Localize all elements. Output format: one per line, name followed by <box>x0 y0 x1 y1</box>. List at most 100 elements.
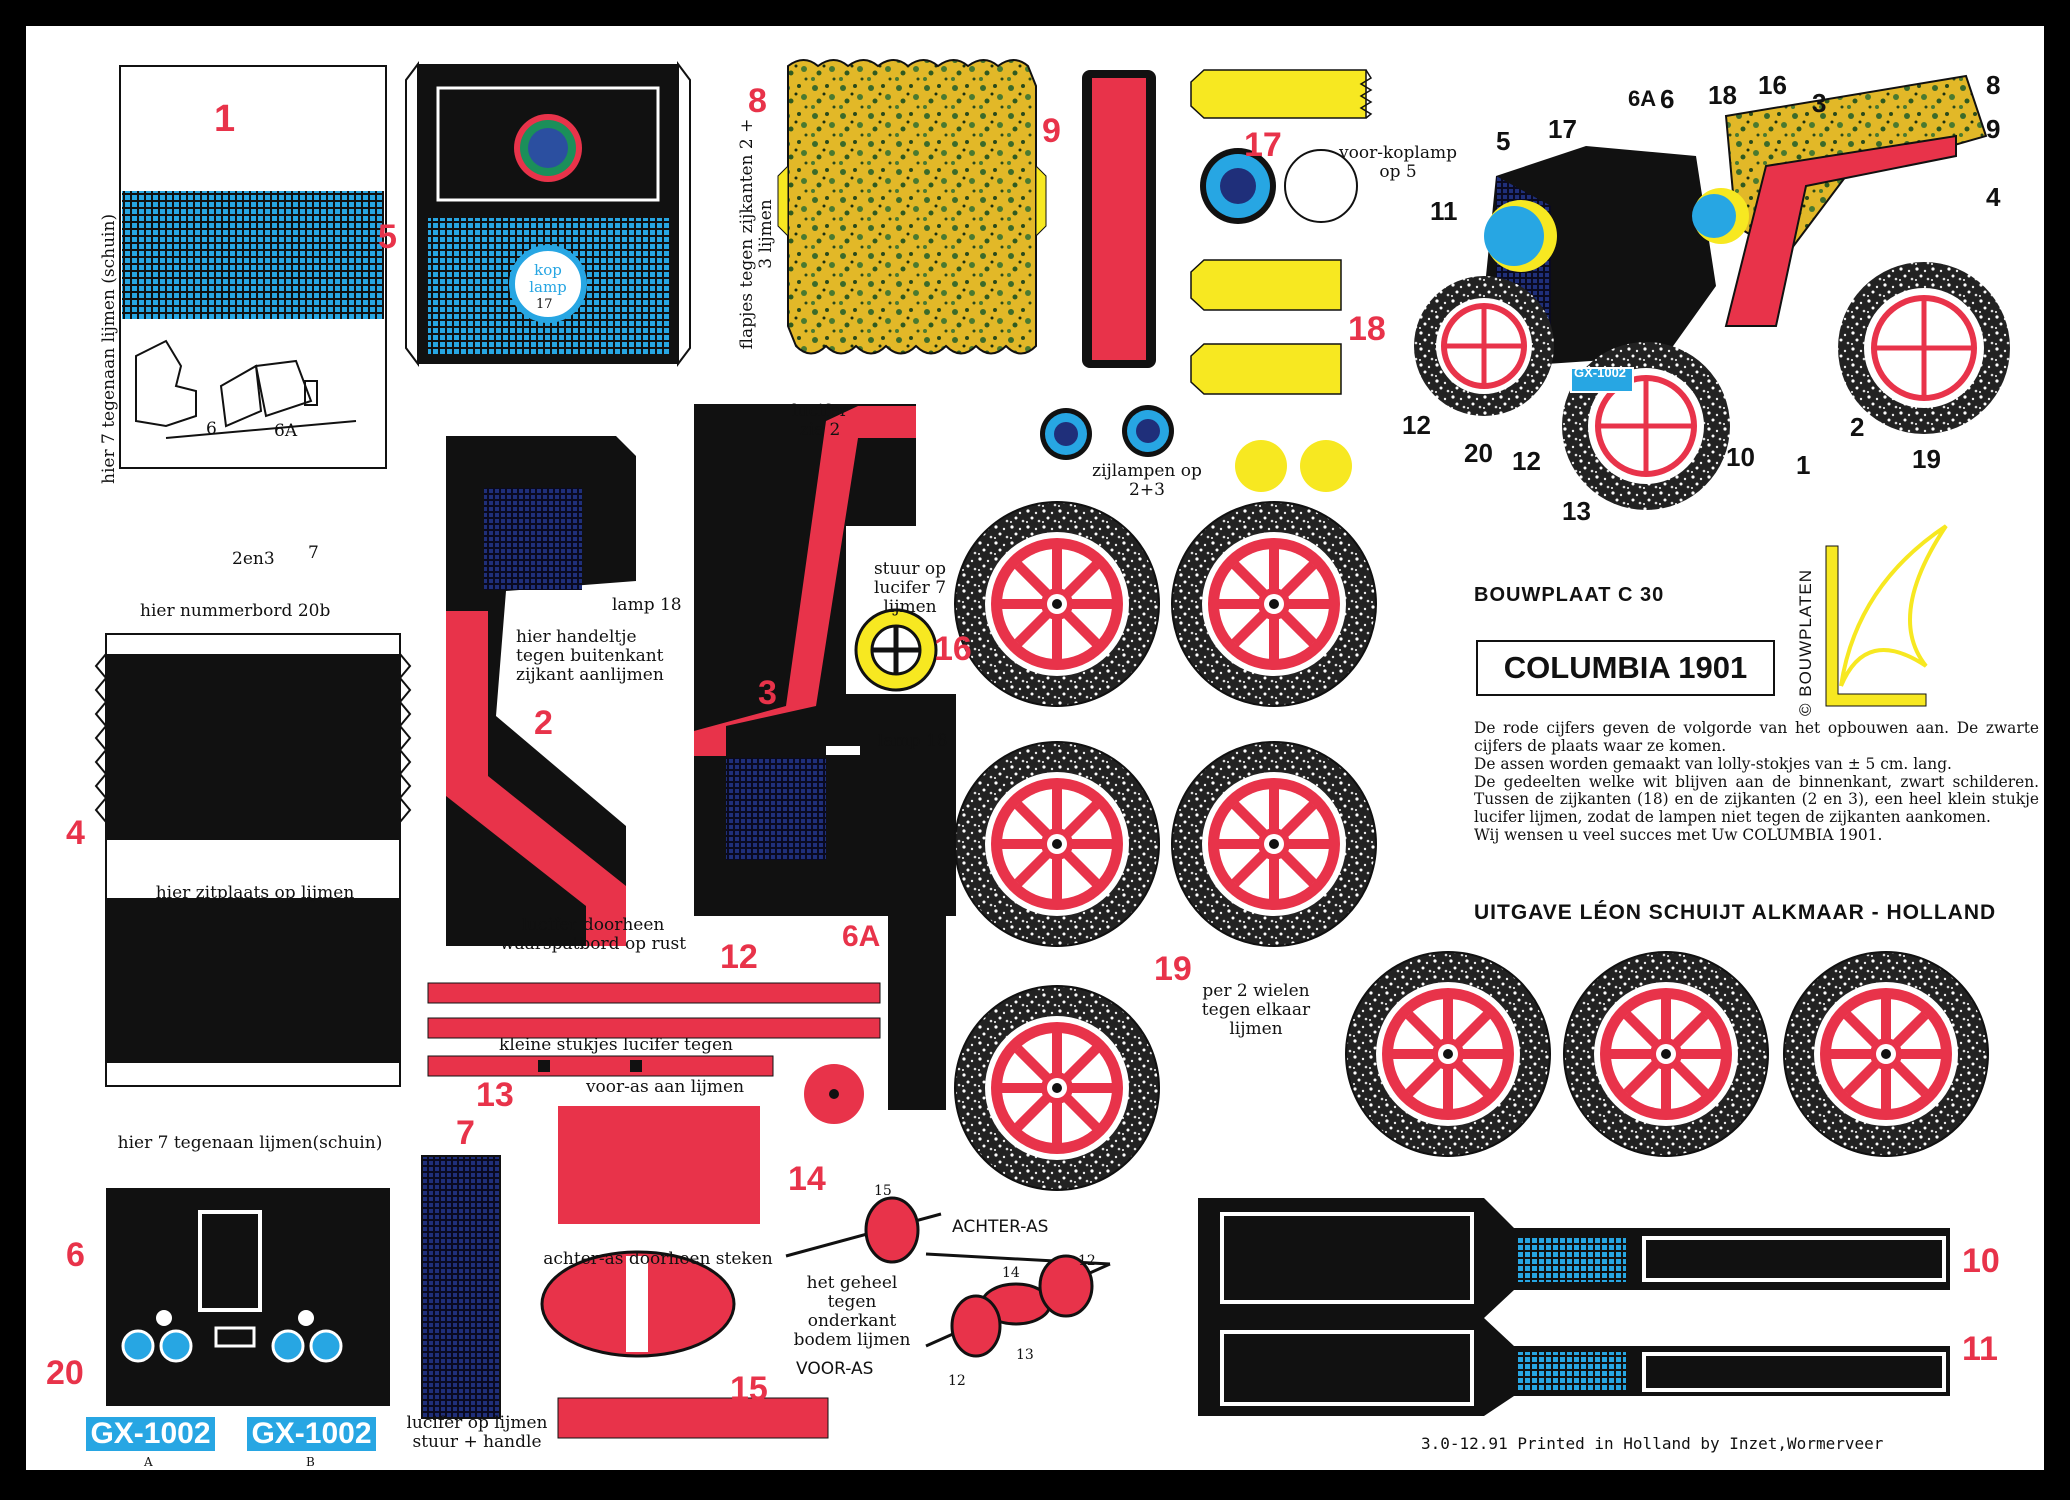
label-voor-as: voor-as aan lijmen <box>585 1077 745 1097</box>
label-kleine-stukjes: kleine stukjes lucifer tegen <box>499 1035 733 1055</box>
assembled-car-drawing <box>1414 74 2010 510</box>
label-bodem: het geheel tegen onderkant bodem lijmen <box>793 1273 911 1351</box>
part-number-6: 6 <box>66 1236 85 1274</box>
part-number-8: 8 <box>748 82 767 120</box>
instruction-2: De assen worden gemaakt van lolly-stokje… <box>1474 754 1952 773</box>
part-number-4: 4 <box>66 814 85 852</box>
part-number-5: 5 <box>378 218 397 256</box>
instruction-4: Wij wensen u veel succes met Uw COLUMBIA… <box>1474 826 1883 845</box>
label-achter-as: ACHTER-AS <box>952 1217 1049 1237</box>
label-axle-12a: 12 <box>948 1373 966 1389</box>
number-plate-a: GX-1002 <box>83 1414 218 1454</box>
callout-19: 19 <box>1912 444 1941 474</box>
callout-11: 11 <box>1430 196 1458 226</box>
part1-sketch <box>135 339 357 439</box>
callout-5: 5 <box>1496 126 1511 156</box>
label-part1-glue: hier 7 tegenaan lijmen (schuin) <box>99 213 119 484</box>
part-number-13: 13 <box>476 1076 514 1114</box>
label-zitplaats: hier zitplaats op lijmen <box>155 883 355 903</box>
wheel-5 <box>955 986 1159 1190</box>
label-lucifer-zie2: lucifer zie 2 <box>792 401 848 441</box>
brand-logo-text: © BOUWPLATEN <box>1796 568 1815 716</box>
wheel-2 <box>1172 502 1376 706</box>
label-sketch-6: 6 <box>206 419 217 439</box>
label-axle-13: 13 <box>1016 1347 1034 1363</box>
instruction-3: De gedeelten welke wit blijven aan de bi… <box>1474 772 2039 827</box>
wheel-4 <box>1172 742 1376 946</box>
label-front-lamp: voor-koplamp op 5 <box>1339 143 1457 183</box>
label-axle-12b: 12 <box>1078 1253 1096 1269</box>
callout-9: 9 <box>1986 114 2001 144</box>
instruction-1: De rode cijfers geven de volgorde van he… <box>1474 719 2039 755</box>
label-lucifer-stuur: lucifer op lijmen stuur + handle <box>406 1413 548 1453</box>
label-handeltje: hier handeltje tegen buitenkant zijkant … <box>516 627 664 686</box>
label-lamp18-b: lamp 18 <box>878 731 948 751</box>
instructions: De rode cijfers geven de volgorde van he… <box>1474 719 2039 845</box>
wheel-6 <box>1346 952 1550 1156</box>
part-number-19: 19 <box>1154 950 1192 988</box>
part-number-20: 20 <box>46 1354 84 1392</box>
callout-16: 16 <box>1758 70 1787 100</box>
part-number-16: 16 <box>934 630 972 668</box>
wheel-1 <box>955 502 1159 706</box>
callout-6: 6 <box>1660 84 1675 114</box>
label-voor-as-caps: VOOR-AS <box>796 1359 874 1379</box>
number-plate-b: GX-1002 <box>244 1414 379 1454</box>
callout-12a: 12 <box>1402 410 1431 440</box>
callout-17: 17 <box>1548 114 1577 144</box>
publisher: UITGAVE LÉON SCHUIJT ALKMAAR - HOLLAND <box>1474 901 1997 924</box>
label-zijlampen: zijlampen op 2+3 <box>1092 461 1202 501</box>
label-sketch-2en3: 2en3 <box>232 549 275 569</box>
plate-tag-a: A <box>144 1455 153 1469</box>
cutout-artwork <box>94 59 2010 1439</box>
callout-12b: 12 <box>1512 446 1541 476</box>
label-nummerbord: hier nummerbord 20b <box>140 601 331 621</box>
wheel-3 <box>955 742 1159 946</box>
part-number-6a: 6A <box>842 920 881 953</box>
label-per2wielen: per 2 wielen tegen elkaar lijmen <box>1201 981 1311 1040</box>
callout-8: 8 <box>1986 70 2001 100</box>
wheel-7 <box>1564 952 1768 1156</box>
callout-10: 10 <box>1726 442 1755 472</box>
label-hier7-schuin: hier 7 tegenaan lijmen(schuin) <box>117 1133 383 1153</box>
label-sketch-6a: 6A <box>274 421 298 441</box>
label-axle-14: 14 <box>1002 1265 1020 1281</box>
car-number-plate: GX-1002 <box>1574 365 1627 380</box>
label-sketch-7: 7 <box>308 543 319 563</box>
part-number-17: 17 <box>1244 126 1282 164</box>
part-number-14: 14 <box>788 1160 826 1198</box>
callout-3: 3 <box>1812 88 1827 118</box>
plate-tag-b: B <box>306 1455 315 1469</box>
model-title: COLUMBIA 1901 <box>1476 640 1775 696</box>
label-stuur-op: stuur op lucifer 7 lijmen <box>873 559 947 618</box>
part-number-11: 11 <box>1962 1330 1998 1368</box>
wheel-8 <box>1784 952 1988 1156</box>
label-lamp18-a: lamp 18 <box>612 595 682 615</box>
part-number-3: 3 <box>758 674 777 712</box>
callout-6a: 6A <box>1628 86 1657 111</box>
part-number-15: 15 <box>730 1370 768 1408</box>
part-number-2: 2 <box>534 704 553 742</box>
plate-code: BOUWPLAAT C 30 <box>1474 584 1665 606</box>
label-achter-as-doorheen: achter-as doorheen steken <box>543 1249 773 1269</box>
part-number-9: 9 <box>1042 112 1061 150</box>
part-number-10: 10 <box>1962 1242 2000 1280</box>
callout-1: 1 <box>1796 450 1811 480</box>
part-number-18: 18 <box>1348 310 1386 348</box>
part-number-1: 1 <box>214 98 236 140</box>
label-koplamp-17: 17 <box>536 297 553 312</box>
callout-4: 4 <box>1986 182 2001 212</box>
callout-20: 20 <box>1464 438 1493 468</box>
axle-drawing <box>785 1196 1111 1358</box>
callout-13: 13 <box>1562 496 1591 526</box>
part-number-7: 7 <box>456 1114 475 1152</box>
print-info: 3.0-12.91 Printed in Holland by Inzet,Wo… <box>1421 1434 1884 1453</box>
label-axle-15: 15 <box>874 1183 892 1199</box>
part-number-12: 12 <box>720 938 758 976</box>
label-part8-flaps: flapjes tegen zijkanten 2 + 3 lijmen <box>737 118 776 350</box>
label-lucifer-spatbord: lucifer doorheen waarspatbord op rust <box>499 915 687 955</box>
label-koplamp: kop lamp <box>529 261 567 296</box>
callout-2: 2 <box>1850 412 1865 442</box>
callout-18: 18 <box>1708 80 1737 110</box>
model-sheet: 1 5 8 9 17 18 2 3 16 4 12 6A 19 13 7 14 … <box>26 26 2044 1470</box>
